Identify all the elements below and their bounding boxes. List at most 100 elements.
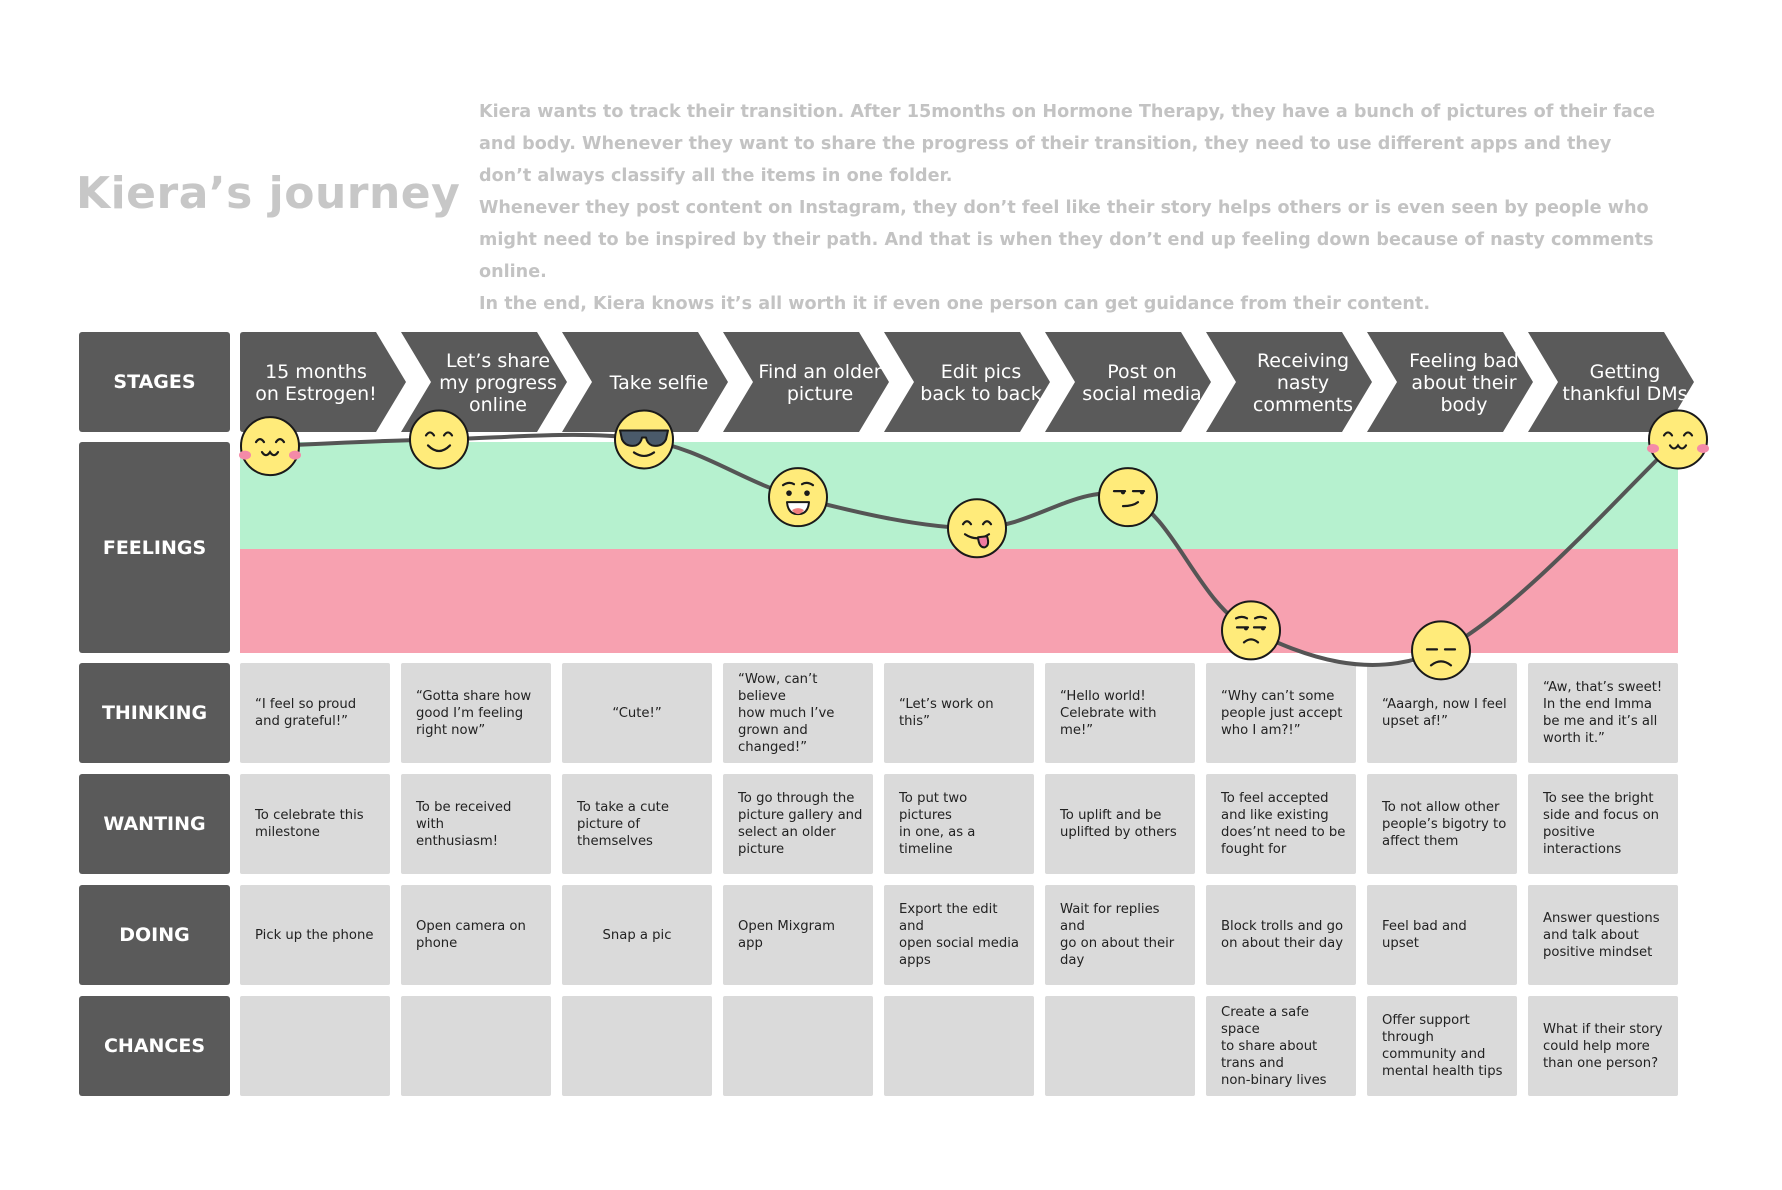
row-label-chances: CHANCES xyxy=(79,996,230,1096)
description-paragraph: Whenever they post content on Instagram,… xyxy=(479,198,1654,282)
stage-step: Take selfie xyxy=(562,332,728,432)
smile-face-icon xyxy=(409,409,469,470)
chances-cell xyxy=(401,996,551,1096)
chances-cell xyxy=(562,996,712,1096)
chances-cell xyxy=(723,996,873,1096)
doing-cell: Snap a pic xyxy=(562,885,712,985)
thinking-cell-text: “Cute!” xyxy=(612,705,662,721)
row-label-stages: STAGES xyxy=(79,332,230,432)
row-label-wanting: WANTING xyxy=(79,774,230,874)
doing-cell: Feel bad and upset xyxy=(1367,885,1517,985)
stage-chevron xyxy=(1528,332,1694,432)
doing-cell: Open Mixgram app xyxy=(723,885,873,985)
journey-description: Kiera wants to track their transition. A… xyxy=(479,96,1659,320)
tongue-out-face-icon xyxy=(947,498,1007,559)
row-label-feelings: FEELINGS xyxy=(79,442,230,653)
stage-chevron xyxy=(240,332,406,432)
smirk-face-icon xyxy=(1098,467,1158,528)
doing-cell: Pick up the phone xyxy=(240,885,390,985)
blushing-smile-face-icon xyxy=(239,416,301,477)
chances-cell xyxy=(240,996,390,1096)
doing-cell-text: Feel bad and upset xyxy=(1382,919,1467,951)
stage-chevron xyxy=(1206,332,1372,432)
page-title: Kiera’s journey xyxy=(76,168,461,219)
description-paragraph: Kiera wants to track their transition. A… xyxy=(479,102,1656,186)
row-label-thinking: THINKING xyxy=(79,663,230,763)
sunglasses-face-icon xyxy=(614,409,674,470)
stage-chevron xyxy=(401,332,567,432)
chances-cell xyxy=(1045,996,1195,1096)
stage-chevron xyxy=(1045,332,1211,432)
description-paragraph: In the end, Kiera knows it’s all worth i… xyxy=(479,294,1431,314)
thinking-cell: “Cute!” xyxy=(562,663,712,763)
blushing-smile-face-icon xyxy=(1647,409,1709,470)
unamused-face-icon xyxy=(1221,600,1281,661)
doing-cell-text: Pick up the phone xyxy=(255,927,374,943)
stage-chevron xyxy=(1367,332,1533,432)
doing-cell-text: Snap a pic xyxy=(602,927,672,943)
stage-chevron xyxy=(884,332,1050,432)
chances-cell xyxy=(884,996,1034,1096)
